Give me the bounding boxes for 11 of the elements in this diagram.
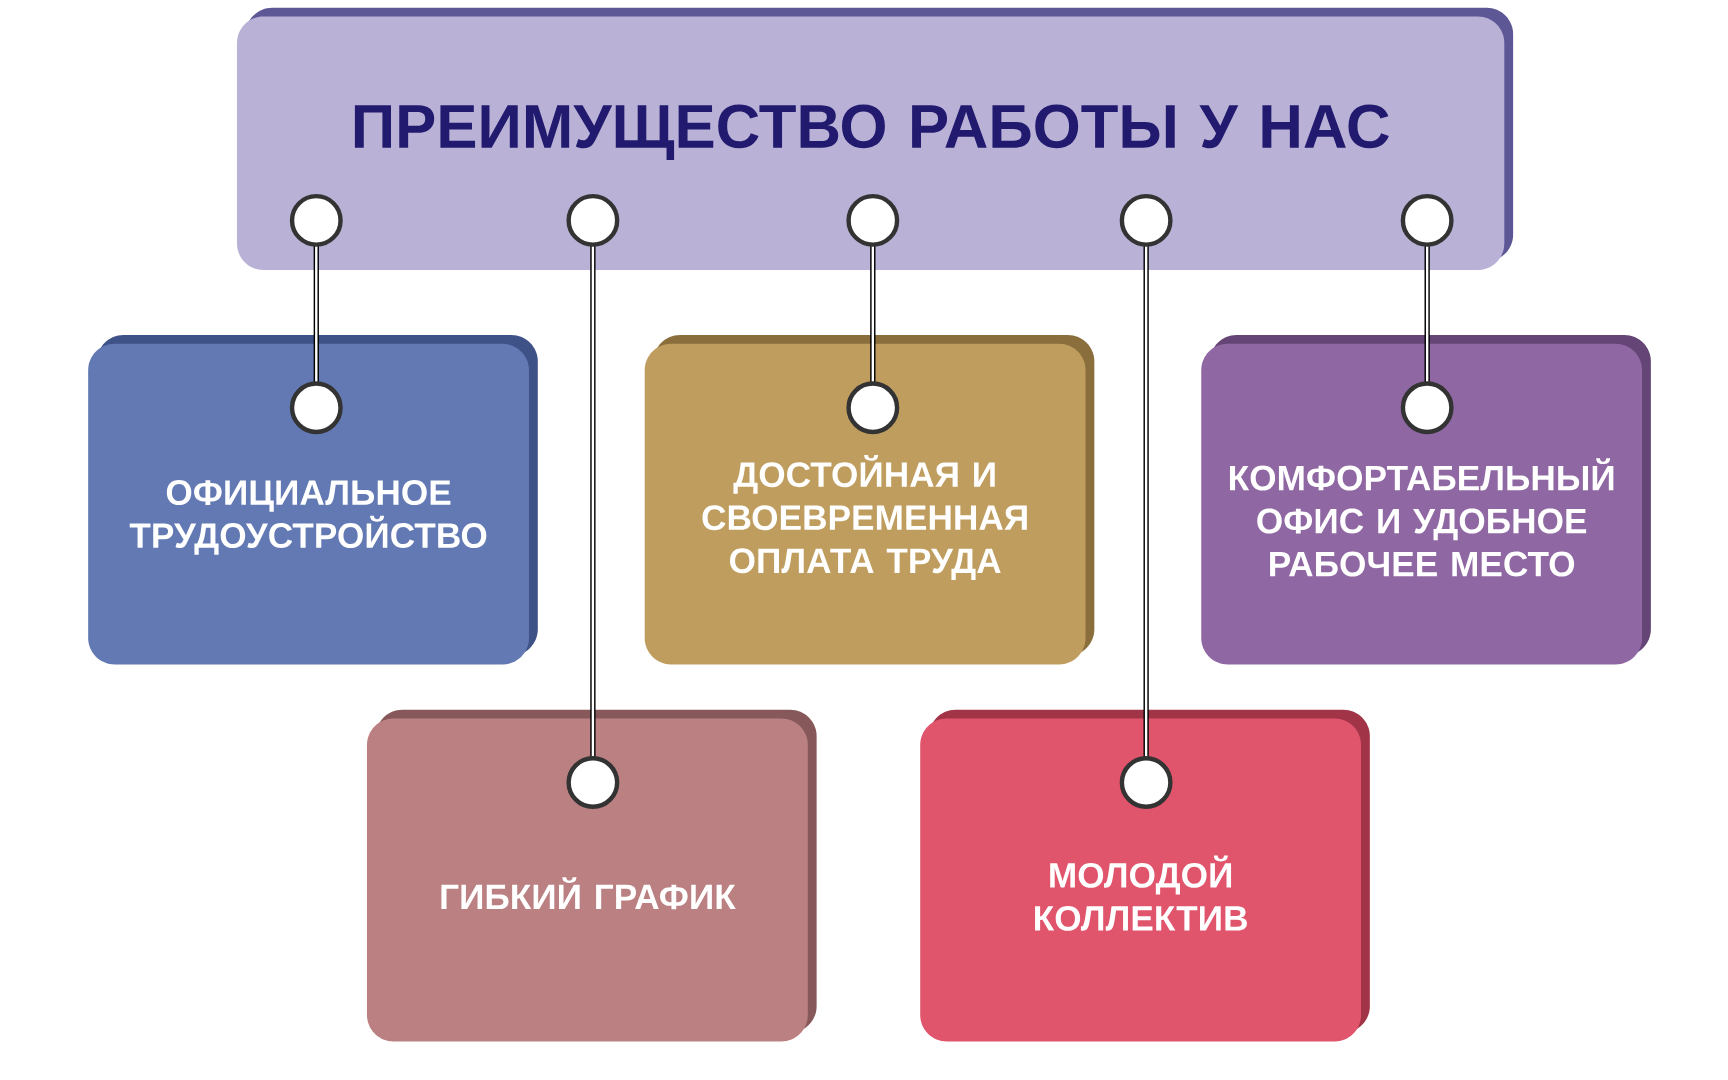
- title-box: ПРЕИМУЩЕСТВО РАБОТЫ У НАС: [236, 7, 1514, 270]
- connector: [1400, 193, 1454, 435]
- connector: [289, 193, 343, 435]
- connector: [1119, 193, 1173, 809]
- card: ГИБКИЙ ГРАФИК: [367, 709, 817, 1042]
- connector: [846, 193, 900, 435]
- card: ОФИЦИАЛЬНОЕ ТРУДОУСТРОЙСТВО: [88, 335, 538, 665]
- connector: [566, 193, 620, 809]
- card: КОМФОРТАБЕЛЬНЫЙ ОФИС И УДОБНОЕ РАБОЧЕЕ МЕСТО: [1201, 335, 1651, 665]
- card: ДОСТОЙНАЯ И СВОЕВРЕМЕННАЯ ОПЛАТА ТРУДА: [644, 335, 1095, 665]
- card: МОЛОДОЙ КОЛЛЕКТИВ: [920, 709, 1370, 1042]
